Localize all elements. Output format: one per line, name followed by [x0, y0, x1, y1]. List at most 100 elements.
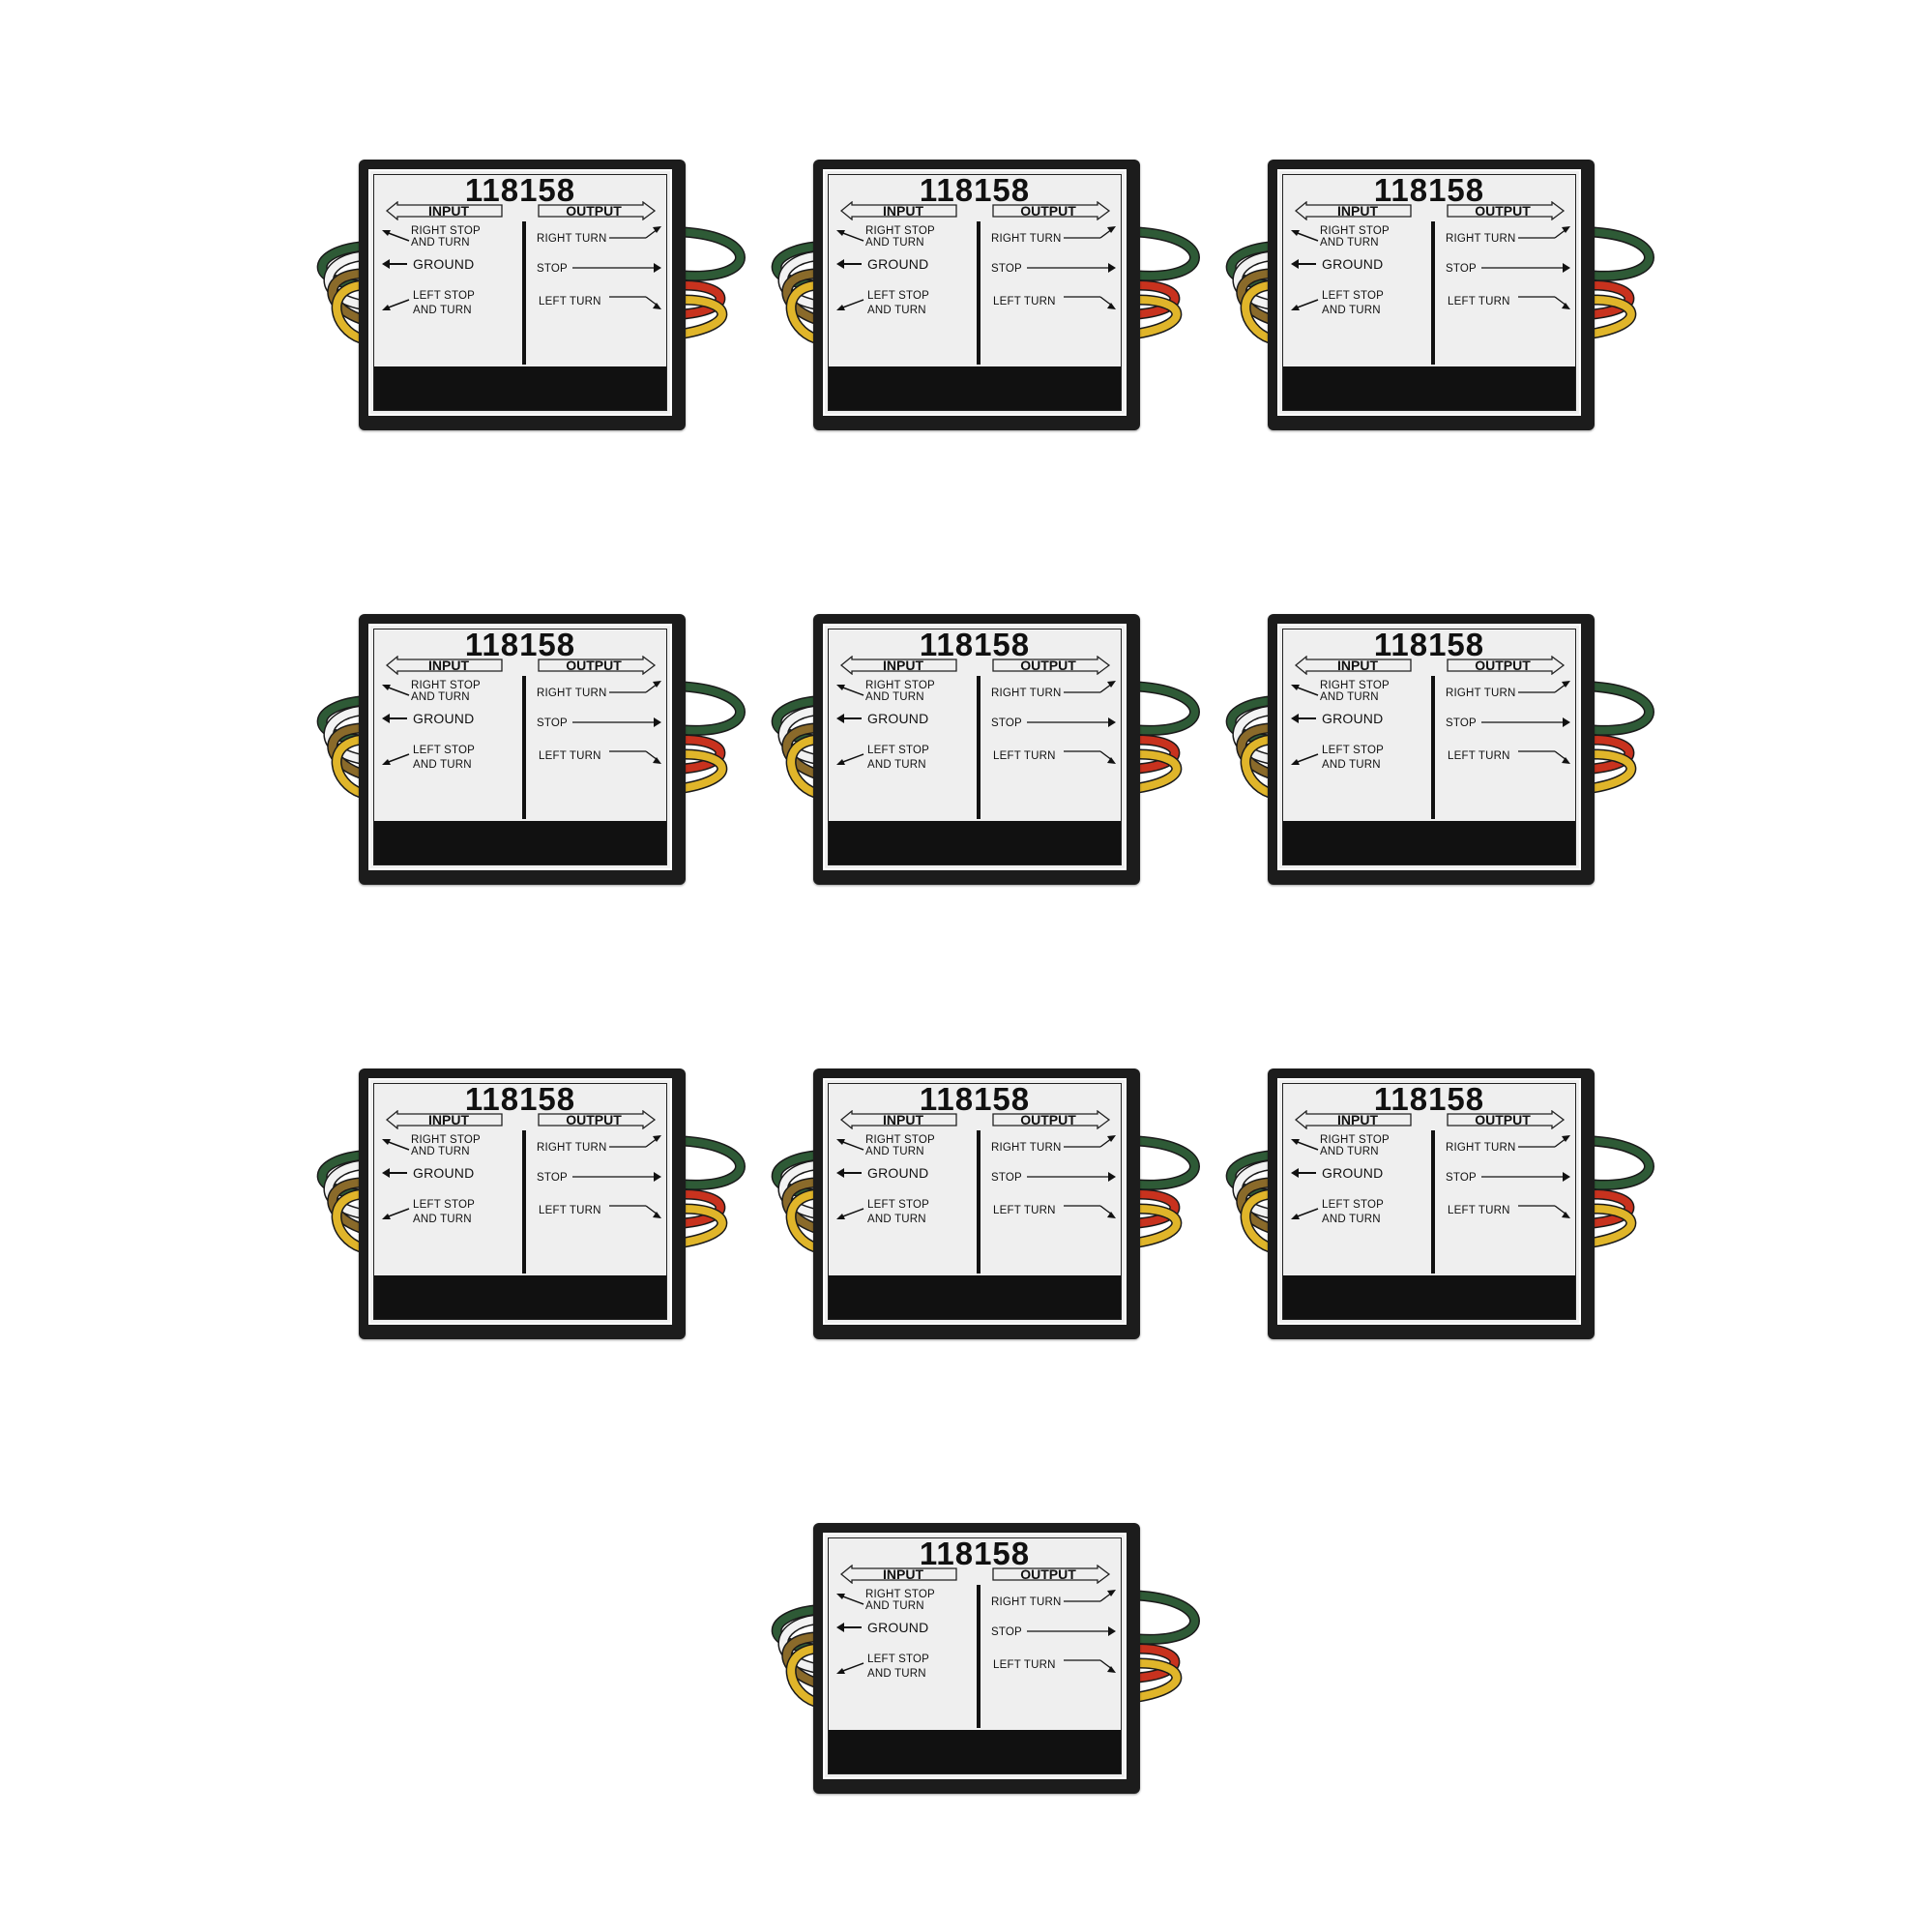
- input-header: INPUT: [386, 656, 506, 675]
- output-header-text: OUTPUT: [1020, 1112, 1076, 1127]
- model-number: 118158: [1373, 627, 1485, 662]
- input-left-line1: LEFT STOP: [1322, 1199, 1385, 1211]
- model-number: 118158: [919, 1081, 1031, 1117]
- converter-module: 118158 INPUT OUTPUT: [305, 160, 759, 440]
- input-right-line1: RIGHT STOP: [865, 1589, 935, 1600]
- label-border: 118158 INPUT OUTPUT: [1282, 1083, 1576, 1320]
- input-header-text: INPUT: [428, 203, 469, 219]
- output-right: RIGHT TURN: [1446, 688, 1516, 699]
- arrow-down-left-icon: [382, 753, 410, 765]
- double-arrow-icon: [538, 1110, 657, 1129]
- output-left: LEFT TURN: [993, 1659, 1056, 1671]
- output-stop: STOP: [1446, 1172, 1477, 1184]
- output-right: RIGHT TURN: [991, 688, 1062, 699]
- output-left: LEFT TURN: [1448, 1205, 1510, 1216]
- arrow-left-icon: [1291, 1168, 1316, 1178]
- model-number: 118158: [464, 1081, 576, 1117]
- label-black-band: [1283, 366, 1575, 410]
- input-right-line2: AND TURN: [411, 691, 470, 703]
- arrow-up-left-icon: [1291, 230, 1319, 242]
- converter-module: 118158 INPUT OUTPUT: [1214, 160, 1668, 440]
- product-label: 118158 INPUT OUTPUT: [823, 624, 1127, 870]
- converter-housing: 118158 INPUT OUTPUT: [1268, 1068, 1595, 1339]
- arrow-down-right-icon: [1518, 296, 1570, 309]
- label-border: 118158 INPUT OUTPUT: [373, 629, 667, 865]
- input-right-line1: RIGHT STOP: [1320, 225, 1390, 237]
- output-stop: STOP: [991, 717, 1022, 729]
- input-header: INPUT: [1295, 201, 1415, 220]
- output-header: OUTPUT: [991, 1565, 1111, 1584]
- converter-housing: 118158 INPUT OUTPUT: [1268, 614, 1595, 885]
- input-header: INPUT: [840, 656, 960, 675]
- arrow-up-left-icon: [836, 1594, 864, 1605]
- arrow-down-right-icon: [1064, 296, 1116, 309]
- output-left: LEFT TURN: [539, 1205, 601, 1216]
- input-left-line2: AND TURN: [867, 759, 926, 771]
- output-header-text: OUTPUT: [1020, 1566, 1076, 1582]
- double-arrow-icon: [840, 1110, 957, 1129]
- label-divider: [977, 221, 981, 365]
- wire-harness: [771, 1590, 1200, 1708]
- arrow-up-left-icon: [836, 1139, 864, 1151]
- model-number: 118158: [1373, 1081, 1485, 1117]
- double-arrow-icon: [1447, 201, 1566, 220]
- label-black-band: [1283, 1275, 1575, 1319]
- output-right: RIGHT TURN: [537, 688, 607, 699]
- input-left-line2: AND TURN: [1322, 305, 1381, 316]
- arrow-up-right-icon: [1064, 226, 1116, 239]
- label-border: 118158 INPUT OUTPUT: [1282, 174, 1576, 411]
- double-arrow-icon: [1447, 1110, 1566, 1129]
- label-divider: [522, 221, 526, 365]
- double-arrow-icon: [1295, 1110, 1412, 1129]
- converter-module: 118158 INPUT OUTPUT: [1214, 1068, 1668, 1349]
- label-divider: [1431, 1130, 1435, 1273]
- product-label: 118158 INPUT OUTPUT: [368, 169, 672, 416]
- arrow-up-left-icon: [382, 230, 410, 242]
- input-ground: GROUND: [413, 711, 475, 726]
- converter-module: 118158 INPUT OUTPUT: [759, 1068, 1214, 1349]
- label-divider: [522, 676, 526, 819]
- input-header-text: INPUT: [883, 203, 923, 219]
- arrow-up-right-icon: [1518, 681, 1570, 693]
- output-stop: STOP: [991, 263, 1022, 275]
- arrow-right-icon: [1481, 263, 1570, 273]
- label-black-band: [374, 1275, 666, 1319]
- input-header-text: INPUT: [1337, 203, 1378, 219]
- label-divider: [977, 1585, 981, 1728]
- input-header-text: INPUT: [1337, 1112, 1378, 1127]
- input-right-line1: RIGHT STOP: [411, 680, 481, 691]
- model-number: 118158: [464, 172, 576, 208]
- input-left-line2: AND TURN: [867, 1214, 926, 1225]
- input-right-line2: AND TURN: [1320, 1146, 1379, 1157]
- wire-harness: [1225, 1135, 1654, 1253]
- input-header-text: INPUT: [883, 1112, 923, 1127]
- double-arrow-icon: [840, 201, 957, 220]
- arrow-up-right-icon: [1518, 1135, 1570, 1148]
- arrow-right-icon: [1027, 1172, 1116, 1182]
- label-divider: [1431, 221, 1435, 365]
- product-label: 118158 INPUT OUTPUT: [823, 1533, 1127, 1779]
- input-ground: GROUND: [867, 1620, 929, 1635]
- label-border: 118158 INPUT OUTPUT: [373, 1083, 667, 1320]
- input-header: INPUT: [1295, 656, 1415, 675]
- output-header-text: OUTPUT: [1475, 658, 1531, 673]
- arrow-up-left-icon: [836, 685, 864, 696]
- arrow-up-left-icon: [382, 685, 410, 696]
- product-label: 118158 INPUT OUTPUT: [1277, 1078, 1581, 1325]
- arrow-down-right-icon: [609, 296, 661, 309]
- double-arrow-icon: [386, 201, 503, 220]
- output-stop: STOP: [1446, 263, 1477, 275]
- input-ground: GROUND: [867, 256, 929, 272]
- output-header-text: OUTPUT: [1475, 203, 1531, 219]
- product-label: 118158 INPUT OUTPUT: [368, 624, 672, 870]
- output-header-text: OUTPUT: [566, 203, 622, 219]
- input-header: INPUT: [840, 1565, 960, 1584]
- arrow-down-left-icon: [836, 1208, 864, 1219]
- output-left: LEFT TURN: [1448, 296, 1510, 307]
- label-divider: [1431, 676, 1435, 819]
- input-ground: GROUND: [867, 711, 929, 726]
- arrow-left-icon: [836, 714, 862, 723]
- output-header: OUTPUT: [991, 201, 1111, 220]
- arrow-left-icon: [836, 1168, 862, 1178]
- output-right: RIGHT TURN: [537, 1142, 607, 1154]
